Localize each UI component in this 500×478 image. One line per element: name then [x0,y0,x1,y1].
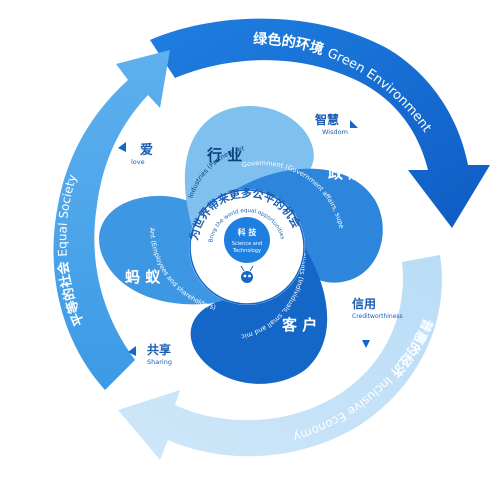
love-label: 爱 [140,142,153,158]
inclusive-economy-arrow [118,255,442,460]
sharing-label: 共享 [147,342,171,357]
wisdom-label: 智慧 [314,112,339,127]
sharing-arrow-icon [128,346,136,356]
equal-society-arrow [53,50,170,390]
sharing-sublabel: Sharing [147,358,172,366]
love-connector: 爱 love [118,142,153,166]
government-label: 政 府 [328,164,363,182]
credit-arrow-icon [362,340,370,348]
clients-label: 客 户 [281,316,317,334]
love-arrow-icon [118,142,126,152]
center-title-en-2: Technology [232,248,261,254]
center-title: 科 技 [238,227,258,237]
credit-sublabel: Creditworthiness [352,313,403,320]
credit-connector: 信用 Creditworthiness [352,296,403,348]
credit-label: 信用 [352,296,376,311]
ant-label: 蚂 蚁 [125,268,161,286]
wisdom-arrow-icon [350,120,358,128]
wisdom-connector: 智慧 Wisdom [314,112,358,136]
love-sublabel: love [131,158,145,166]
sharing-connector: 共享 Sharing [128,342,172,366]
wisdom-sublabel: Wisdom [322,128,348,136]
green-environment-arrow [150,18,490,228]
center-title-en-1: Science and [232,241,262,247]
center-circle [224,217,270,263]
ant-mascot-icon [240,265,254,283]
industry-label: 行 业 [206,146,242,164]
